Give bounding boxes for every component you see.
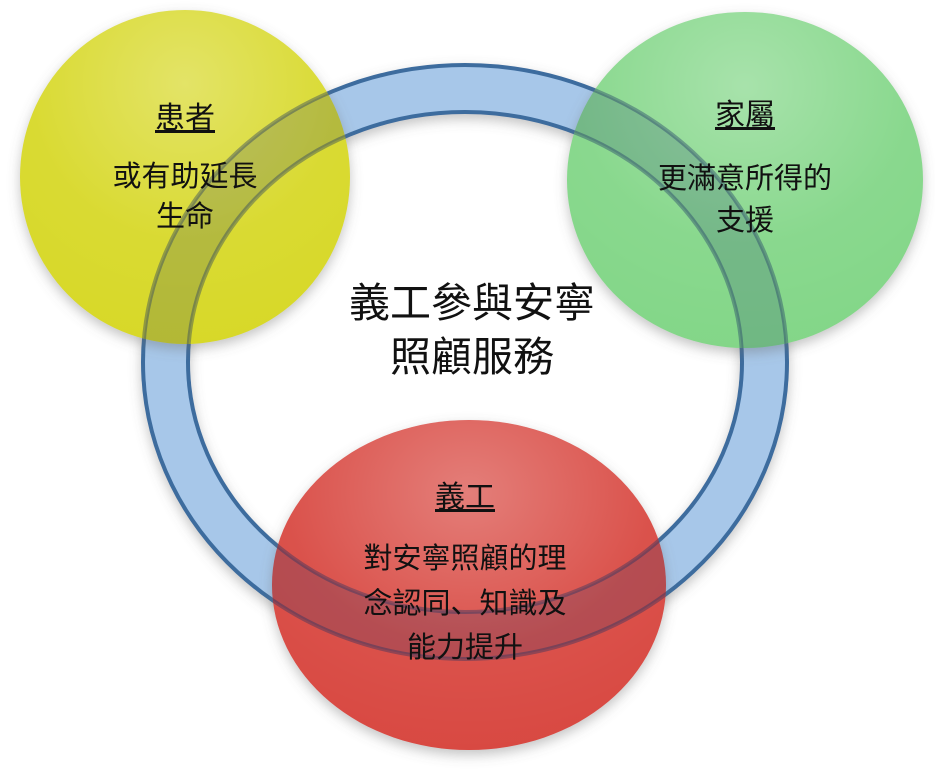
patients-circle-highlight bbox=[20, 10, 350, 344]
patients-body-line2: 生命 bbox=[156, 200, 214, 233]
volunteers-body-line3: 能力提升 bbox=[407, 631, 523, 664]
family-body-line2: 支援 bbox=[716, 204, 774, 237]
patients-label: 患者 bbox=[155, 102, 215, 135]
center-title-line1: 義工參與安寧 bbox=[349, 280, 595, 326]
volunteers-body-line2: 念認同、知識及 bbox=[363, 587, 566, 620]
family-circle-group: 家屬 更滿意所得的 支援 bbox=[567, 12, 923, 348]
family-label: 家屬 bbox=[715, 99, 775, 132]
center-title: 義工參與安寧 照顧服務 bbox=[349, 280, 595, 380]
volunteers-body-line1: 對安寧照顧的理 bbox=[363, 542, 566, 575]
ring-overlap-volunteers bbox=[272, 420, 666, 661]
volunteers-circle-group: 義工 對安寧照顧的理 念認同、知識及 能力提升 bbox=[272, 420, 666, 750]
volunteers-label: 義工 bbox=[435, 481, 495, 514]
volunteers-circle-highlight bbox=[272, 420, 666, 750]
center-title-line2: 照顧服務 bbox=[390, 334, 554, 380]
patients-circle-group: 患者 或有助延長 生命 bbox=[20, 10, 350, 344]
family-body-line1: 更滿意所得的 bbox=[658, 162, 832, 195]
family-circle-highlight bbox=[567, 12, 923, 348]
patients-body-line1: 或有助延長 bbox=[112, 160, 257, 193]
